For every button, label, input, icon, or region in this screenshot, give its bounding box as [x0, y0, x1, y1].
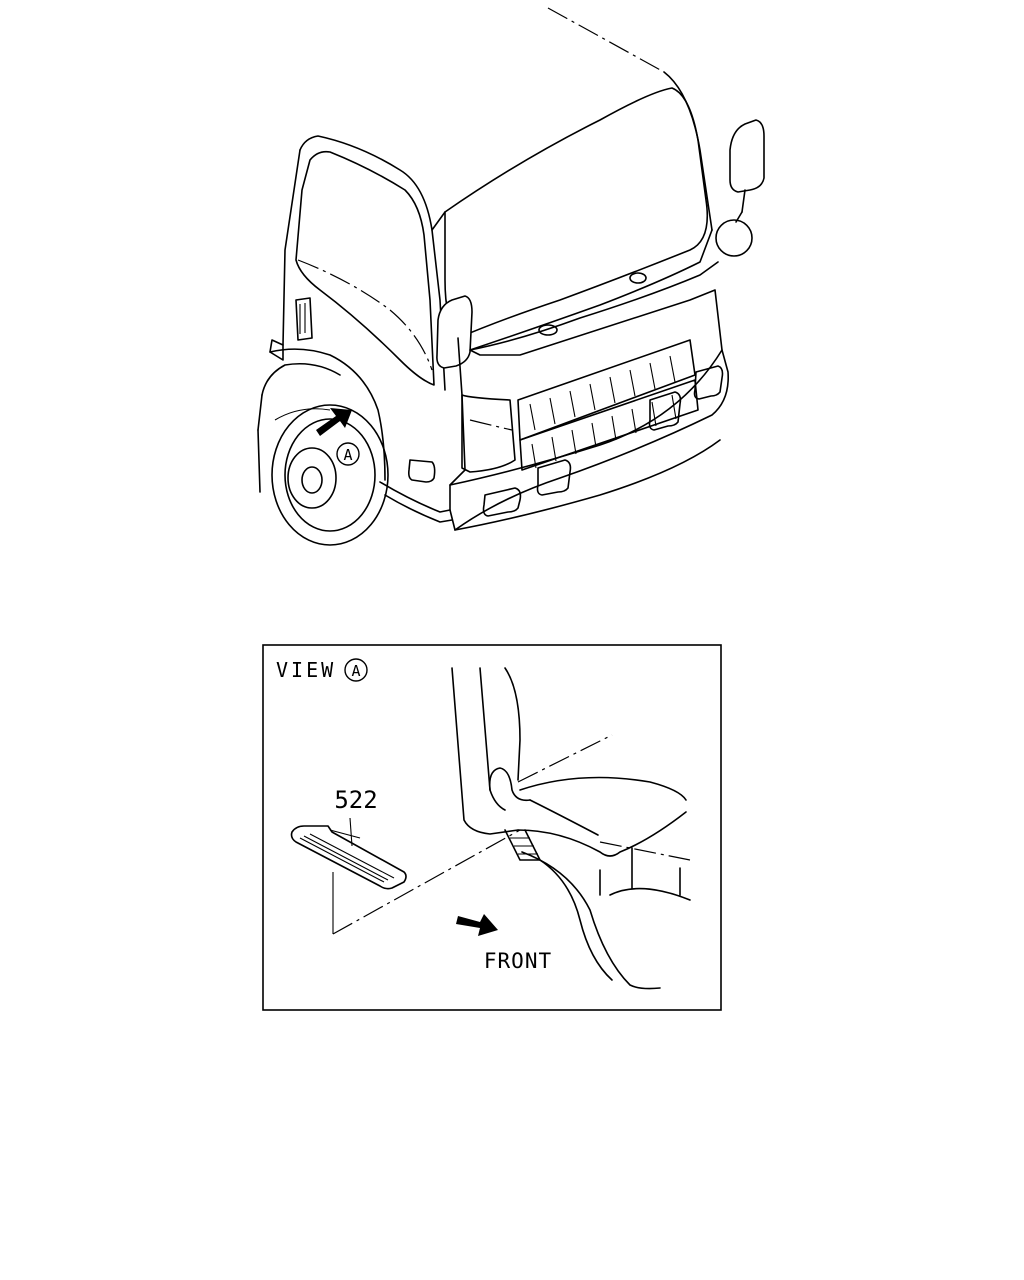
- truck-cab-illustration: [257, 7, 765, 546]
- part-number-label: 522: [334, 786, 377, 814]
- step-plate-part: [290, 817, 521, 935]
- front-direction-label: FRONT: [484, 949, 552, 973]
- view-marker-callout: A: [336, 442, 360, 466]
- step-area-drawing: [451, 667, 691, 990]
- view-label: VIEW: [276, 658, 336, 682]
- view-a-detail-panel: VIEW A: [262, 644, 722, 1011]
- view-arrow-icon: [316, 408, 352, 436]
- view-label-marker: A: [351, 662, 360, 680]
- front-arrow-icon: [456, 914, 498, 936]
- view-marker-letter: A: [343, 446, 352, 464]
